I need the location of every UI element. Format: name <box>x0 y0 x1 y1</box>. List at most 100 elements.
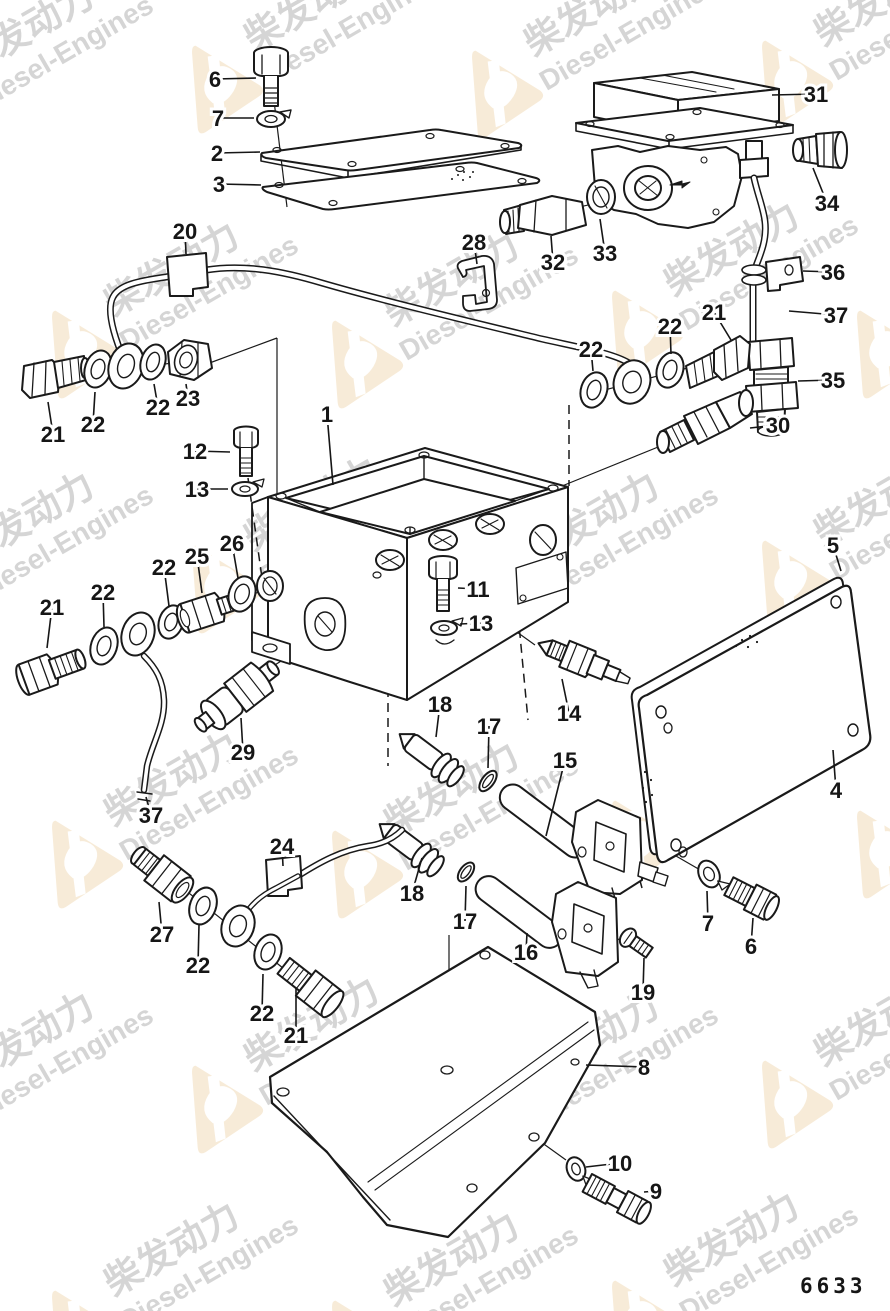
part-callout-19: 19 <box>628 957 658 1008</box>
part-number: 11 <box>466 577 489 602</box>
part-17-oring-a <box>478 769 498 793</box>
part-number: 24 <box>270 834 295 859</box>
part-22-washer-h <box>253 933 283 971</box>
part-21-banjo-bolt-d <box>276 956 345 1019</box>
part-number: 17 <box>477 714 501 739</box>
part-callout-22: 22 <box>143 383 173 423</box>
part-number: 7 <box>702 911 714 936</box>
part-6-bolt-b <box>723 876 780 921</box>
part-29-sender <box>193 660 280 733</box>
part-callout-22: 22 <box>183 924 213 981</box>
part-number: 21 <box>702 300 726 325</box>
part-callout-18: 18 <box>397 857 427 909</box>
part-32-fitting <box>499 195 587 236</box>
part-number: 22 <box>250 1001 274 1026</box>
part-27-fitting <box>130 846 195 904</box>
part-callout-31: 31 <box>771 79 831 110</box>
part-callout-27: 27 <box>147 901 177 950</box>
part-number: 22 <box>81 412 105 437</box>
part-22-washer-e <box>89 626 119 666</box>
part-number: 6 <box>209 67 221 92</box>
part-number: 8 <box>638 1055 650 1080</box>
part-number: 2 <box>211 141 223 166</box>
part-number: 4 <box>830 778 843 803</box>
part-number: 21 <box>41 422 65 447</box>
part-number: 16 <box>514 940 538 965</box>
part-number: 32 <box>541 250 565 275</box>
part-number: 34 <box>815 191 840 216</box>
part-callout-10: 10 <box>585 1148 635 1179</box>
part-number: 30 <box>766 413 790 438</box>
part-callout-22: 22 <box>149 552 179 607</box>
part-callout-7: 7 <box>699 890 717 939</box>
part-37-hose-left <box>136 652 168 802</box>
part-7-washer-b <box>697 859 731 891</box>
part-number: 13 <box>185 477 209 502</box>
part-number: 20 <box>173 219 197 244</box>
part-19-screw <box>618 927 654 959</box>
part-number: 31 <box>804 82 828 107</box>
part-11-bolt <box>428 555 458 612</box>
part-callout-6: 6 <box>206 64 257 95</box>
part-callout-3: 3 <box>210 169 262 200</box>
part-22-washer-b <box>139 343 167 381</box>
part-number: 17 <box>453 909 477 934</box>
part-number: 15 <box>553 748 577 773</box>
part-number: 33 <box>593 241 617 266</box>
part-number: 1 <box>321 402 333 427</box>
part-number: 5 <box>827 533 839 558</box>
part-20-banjo-eye-b <box>612 359 652 405</box>
part-callout-37: 37 <box>788 300 851 331</box>
part-28-clip <box>456 255 498 312</box>
part-number: 22 <box>91 580 115 605</box>
part-callout-13: 13 <box>459 608 496 639</box>
part-33-seal <box>586 179 616 215</box>
part-number: 23 <box>176 386 200 411</box>
part-callout-21: 21 <box>699 297 732 341</box>
part-number: 18 <box>400 881 424 906</box>
part-35-union <box>745 337 799 437</box>
part-8-plate <box>268 945 602 1239</box>
part-callout-14: 14 <box>554 678 585 729</box>
part-callout-34: 34 <box>812 167 843 219</box>
part-number: 27 <box>150 922 174 947</box>
part-number: 29 <box>231 740 255 765</box>
part-callout-23: 23 <box>173 383 203 414</box>
part-callout-26: 26 <box>217 528 247 579</box>
part-callout-17: 17 <box>450 885 480 937</box>
part-number: 21 <box>40 595 64 620</box>
part-number: 7 <box>212 106 224 131</box>
part-callout-22: 22 <box>88 577 118 628</box>
part-34-fitting <box>792 131 848 169</box>
part-callout-22: 22 <box>247 973 277 1029</box>
part-callout-5: 5 <box>824 530 842 572</box>
part-number: 35 <box>821 368 845 393</box>
part-number: 22 <box>146 395 170 420</box>
part-15-bracket <box>571 799 669 905</box>
part-number: 37 <box>139 803 163 828</box>
part-number: 28 <box>462 230 486 255</box>
part-callout-36: 36 <box>802 257 848 288</box>
part-9-bolt <box>581 1173 652 1225</box>
part-18-sleeve-a <box>398 733 465 788</box>
part-callout-17: 17 <box>474 711 504 769</box>
part-24-banjo-eye <box>220 873 301 948</box>
part-callout-4: 4 <box>827 749 846 806</box>
part-callout-32: 32 <box>538 235 568 278</box>
part-callout-13: 13 <box>182 474 228 505</box>
part-1-housing <box>251 447 569 701</box>
part-18-sleeve-b <box>378 823 445 878</box>
part-30-connector <box>656 389 754 454</box>
part-36-clamp <box>765 256 804 292</box>
part-number: 25 <box>185 544 209 569</box>
part-callout-25: 25 <box>182 541 212 594</box>
part-37-pipe-right <box>739 140 769 346</box>
part-25-fitting <box>175 591 242 634</box>
part-22-washer-a <box>83 349 113 389</box>
part-callout-37: 37 <box>136 796 166 831</box>
